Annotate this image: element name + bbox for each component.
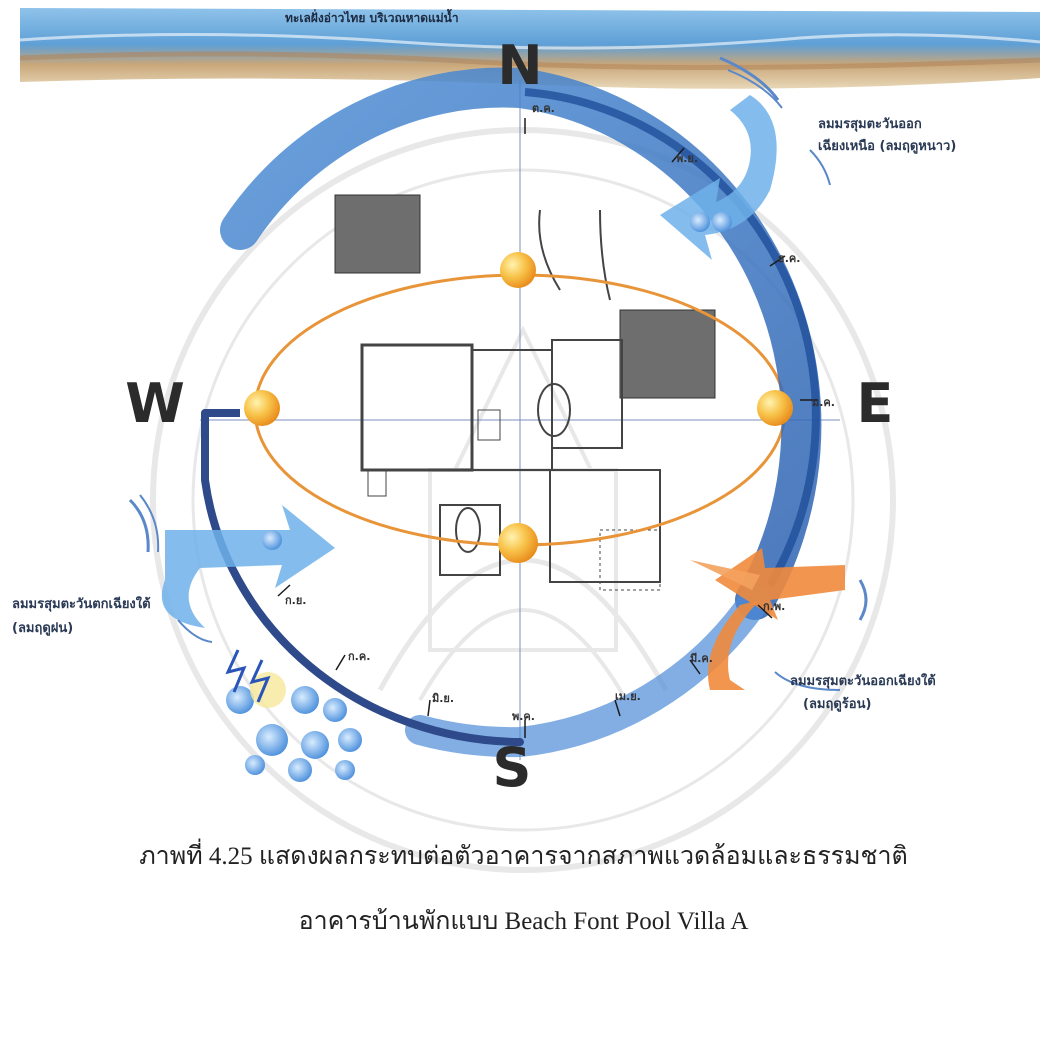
southeast-wind-label-1: ลมมรสุมตะวันออกเฉียงใต้ <box>790 672 936 689</box>
figure-caption-line1: ภาพที่ 4.25 แสดงผลกระทบต่อตัวอาคารจากสภา… <box>139 843 908 870</box>
month-ticks <box>277 118 818 738</box>
month-jan: ม.ค. <box>812 396 835 409</box>
northeast-wind-label-2: เฉียงเหนือ (ลมฤดูหนาว) <box>818 138 956 154</box>
sun-west <box>244 390 280 426</box>
southwest-monsoon-arrow <box>128 494 335 643</box>
season-ring-inner <box>524 88 820 588</box>
southeast-wind-label-2: (ลมฤดูร้อน) <box>803 696 871 712</box>
lightning-icon <box>225 649 271 703</box>
west-label: W <box>125 372 185 435</box>
month-nov: พ.ย. <box>676 152 698 165</box>
month-jul: ก.ค. <box>348 650 370 663</box>
season-ring <box>220 67 822 620</box>
northeast-wind-label-1: ลมมรสุมตะวันออก <box>818 117 922 132</box>
southwest-wind-label-2: (ลมฤดูฝน) <box>12 621 73 636</box>
southeast-monsoon-arrow <box>690 548 868 691</box>
rain-season-arc <box>201 409 524 746</box>
sun-bottom <box>498 523 538 563</box>
northeast-monsoon-arrow <box>660 56 831 260</box>
storm-clouds <box>226 672 362 782</box>
figure-caption-line2: อาคารบ้านพักแบบ Beach Font Pool Villa A <box>298 908 749 935</box>
month-jun: มิ.ย. <box>432 692 454 705</box>
month-mar: มี.ค. <box>690 652 713 665</box>
month-apr: เม.ย. <box>615 690 641 703</box>
month-feb: ก.พ. <box>763 600 785 613</box>
sea-label: ทะเลฝั่งอ่าวไทย บริเวณหาดแม่น้ำ <box>285 8 459 25</box>
month-oct: ต.ค. <box>532 102 555 115</box>
sun-east <box>757 390 793 426</box>
south-label: S <box>493 736 532 799</box>
southwest-wind-label-1: ลมมรสุมตะวันตกเฉียงใต้ <box>12 595 151 612</box>
season-ring-lower <box>405 585 770 758</box>
month-may: พ.ค. <box>512 710 535 723</box>
floor-plan <box>200 80 840 760</box>
sea-band <box>19 8 1041 89</box>
north-label: N <box>497 34 542 97</box>
sun-top <box>500 252 536 288</box>
east-label: E <box>857 372 894 435</box>
month-sep: ก.ย. <box>285 594 306 607</box>
month-dec: ธ.ค. <box>778 252 800 265</box>
